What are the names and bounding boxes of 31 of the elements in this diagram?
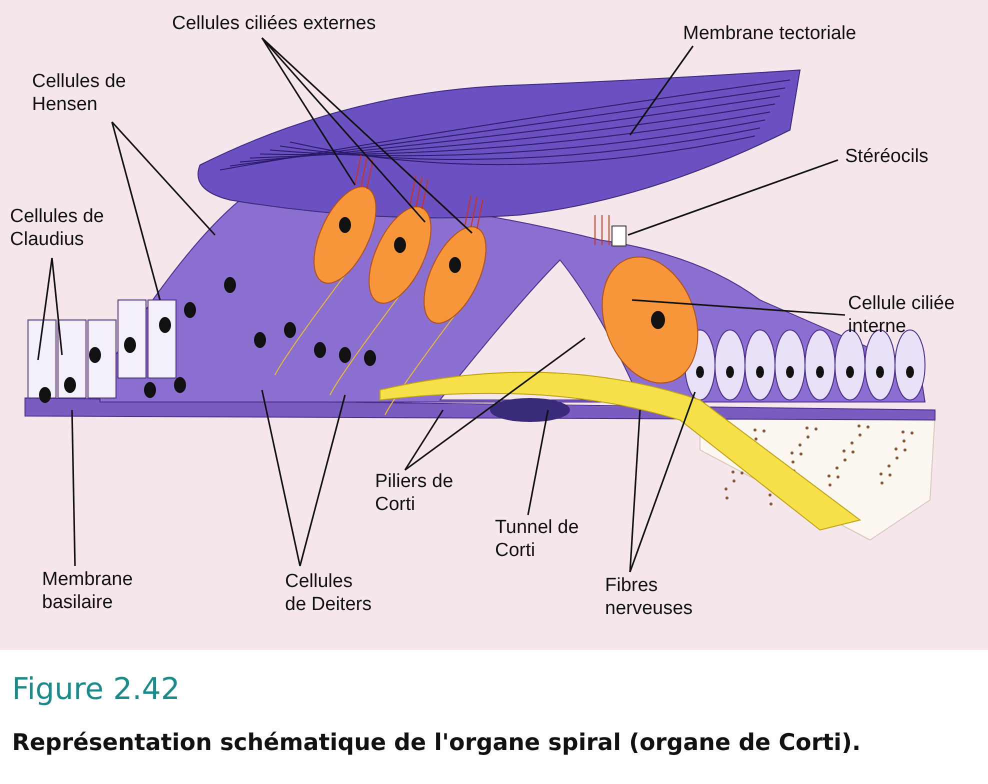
figure-number: Figure 2.42	[12, 672, 180, 707]
leader-line	[111, 121, 216, 236]
leader-line	[404, 410, 444, 470]
leader-line	[37, 258, 53, 360]
leader-line	[111, 122, 161, 300]
leader-line	[261, 38, 356, 186]
leader-line	[71, 410, 76, 566]
part-label: Fibres nerveuses	[605, 574, 715, 620]
leader-line	[632, 299, 846, 316]
leader-line	[261, 37, 426, 223]
part-label: Cellules de Hensen	[32, 70, 152, 116]
leader-line	[299, 394, 346, 566]
part-label: Membrane tectoriale	[683, 22, 913, 45]
part-label: Cellules de Deiters	[285, 570, 375, 616]
leader-line	[629, 46, 694, 136]
leader-line	[51, 258, 63, 356]
part-label: Cellules de Claudius	[10, 205, 140, 251]
part-label: Cellules ciliées externes	[172, 12, 412, 35]
part-label: Stéréocils	[845, 145, 965, 168]
part-label: Membrane basilaire	[42, 568, 152, 614]
leader-line	[629, 392, 696, 572]
figure-caption: Représentation schématique de l'organe spiral (organe de Corti).	[12, 730, 861, 756]
part-label: Piliers de Corti	[375, 470, 465, 516]
leader-line	[261, 390, 301, 566]
leader-line	[527, 410, 549, 516]
leader-line	[629, 410, 641, 572]
leader-line	[628, 159, 838, 236]
leader-line	[404, 337, 586, 471]
part-label: Tunnel de Corti	[495, 516, 590, 562]
leader-line	[261, 37, 473, 234]
part-label: Cellule ciliée interne	[848, 292, 958, 338]
